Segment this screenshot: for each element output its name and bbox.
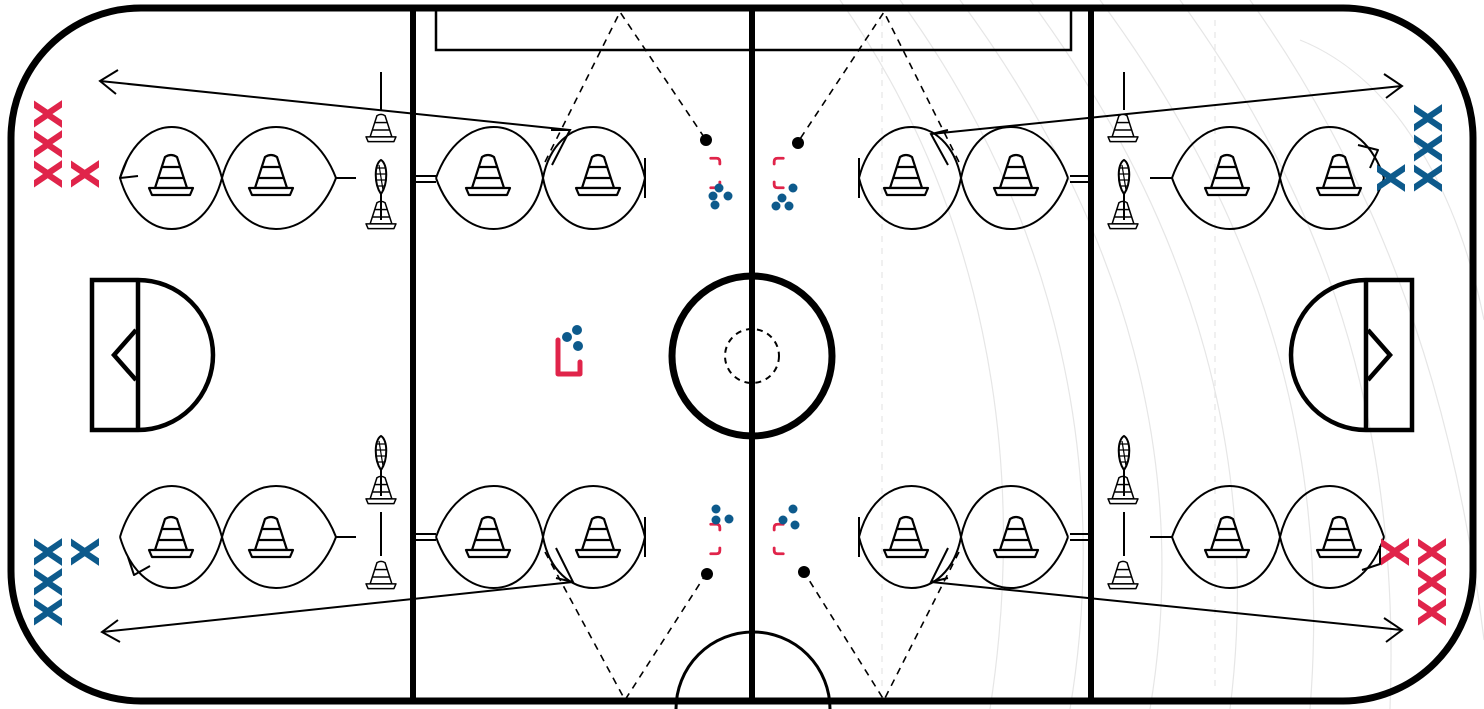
cone-icon	[366, 114, 396, 141]
cone-icon	[994, 155, 1038, 195]
ball-piles	[562, 184, 800, 530]
net-icon	[711, 158, 720, 187]
goal-left	[114, 330, 136, 380]
ball-icon	[715, 184, 724, 193]
rink-lines	[11, 8, 1473, 709]
player-x-icon: X	[27, 567, 71, 596]
cone-icon	[366, 561, 396, 588]
player-x-icon: X	[1411, 597, 1455, 626]
cone-icon	[149, 155, 193, 195]
player-x-icon: X	[64, 159, 108, 188]
cone-icon	[1205, 517, 1249, 557]
player-x-icon: X	[27, 597, 71, 626]
cone-icon	[466, 155, 510, 195]
ball-icon	[572, 325, 582, 335]
cone-icon	[994, 517, 1038, 557]
player-x-icon: X	[1407, 133, 1451, 162]
player-x-icon: X	[27, 99, 71, 128]
cone-icon	[884, 155, 928, 195]
net-icon	[711, 524, 720, 553]
cone-icon	[576, 155, 620, 195]
ball-icon	[789, 505, 798, 514]
cone-icon	[466, 517, 510, 557]
cone-icon	[1108, 561, 1138, 588]
player-x-icon: X	[1411, 537, 1455, 566]
net-icon	[774, 524, 783, 553]
net-icon	[774, 158, 783, 187]
cone-icon	[884, 517, 928, 557]
cone-icon	[1205, 155, 1249, 195]
cone-icon	[249, 155, 293, 195]
player-x-icon: X	[64, 537, 108, 566]
player-x-icon: X	[1370, 163, 1414, 192]
cone-icon	[576, 517, 620, 557]
cone-icon	[1317, 517, 1361, 557]
cone-icon	[249, 517, 293, 557]
goal-right	[1368, 330, 1390, 380]
player-x-icon: X	[1411, 567, 1455, 596]
player-x-icon: X	[27, 129, 71, 158]
cone-icon	[1317, 155, 1361, 195]
ball-icon	[778, 194, 787, 203]
cone-icon	[149, 517, 193, 557]
player-x-icon: X	[1407, 103, 1451, 132]
ball-icon	[712, 505, 721, 514]
rink-boards	[11, 8, 1473, 701]
